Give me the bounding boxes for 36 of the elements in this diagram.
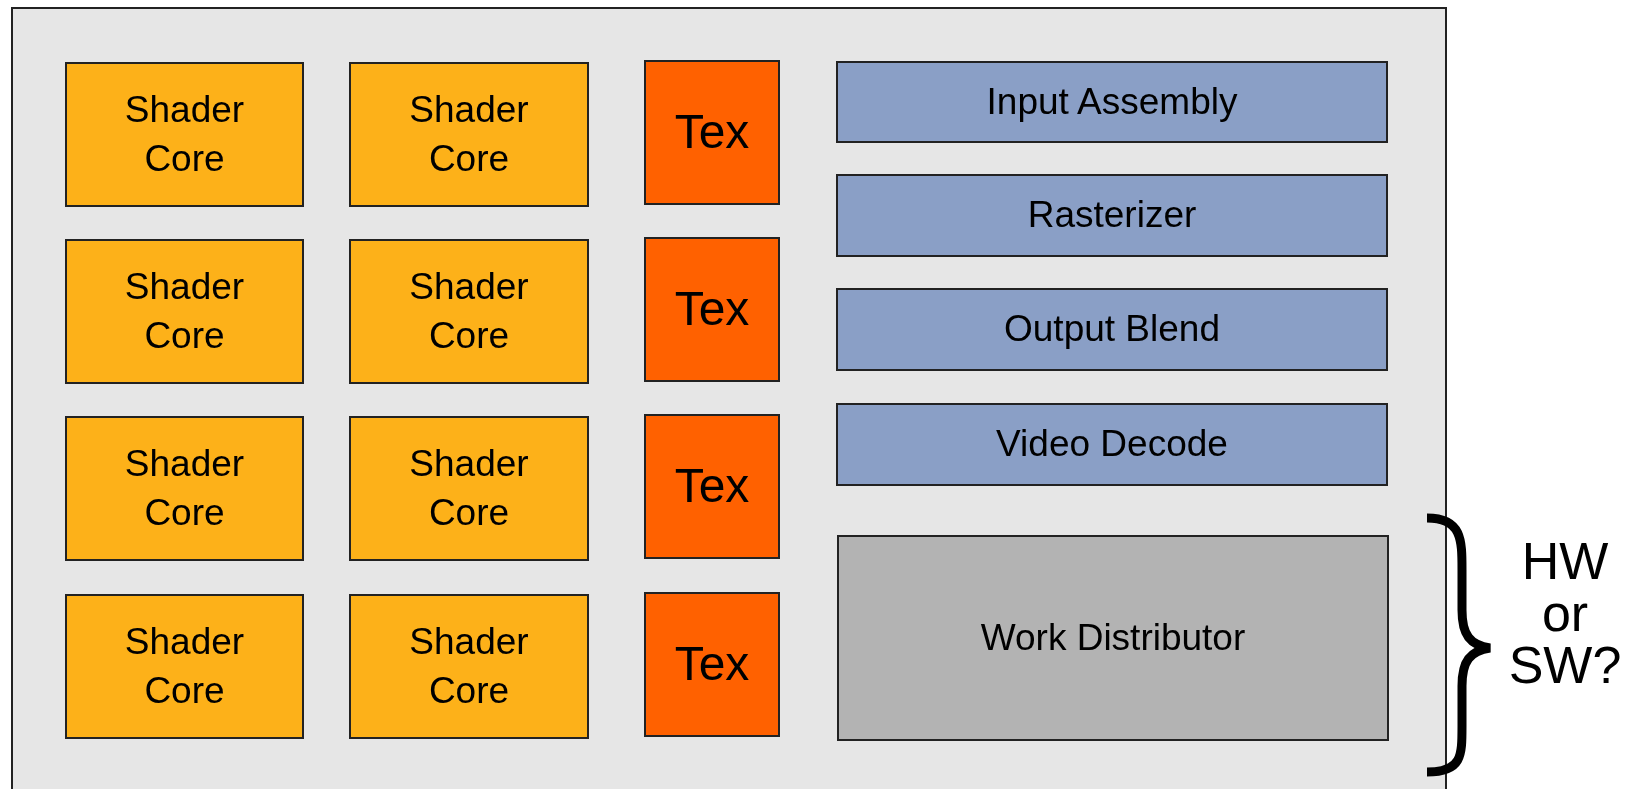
box-label: Tex bbox=[674, 104, 750, 161]
box-label: Tex bbox=[674, 636, 750, 693]
shader-core-box bbox=[65, 416, 304, 561]
box-label: Work Distributor bbox=[980, 615, 1246, 660]
pipeline-stage-box bbox=[836, 174, 1388, 257]
shader-core-box bbox=[349, 239, 589, 384]
texture-unit-box bbox=[644, 237, 780, 382]
shader-core-box bbox=[349, 416, 589, 561]
texture-unit-box bbox=[644, 592, 780, 737]
shader-core-box bbox=[349, 594, 589, 739]
box-label: Tex bbox=[674, 281, 750, 338]
shader-core-box bbox=[65, 62, 304, 207]
side-note: HW or SW? bbox=[1507, 535, 1623, 691]
shader-core-box bbox=[65, 594, 304, 739]
box-label: Rasterizer bbox=[1027, 193, 1197, 238]
work-distributor-box bbox=[837, 535, 1389, 741]
box-label: Shader Core bbox=[123, 265, 246, 358]
texture-unit-box bbox=[644, 414, 780, 559]
pipeline-stage-box bbox=[836, 61, 1388, 143]
shader-core-box bbox=[349, 62, 589, 207]
box-label: Shader Core bbox=[123, 88, 246, 181]
box-label: Shader Core bbox=[408, 88, 530, 181]
box-label: Tex bbox=[674, 458, 750, 515]
box-label: Shader Core bbox=[123, 620, 246, 713]
texture-unit-box bbox=[644, 60, 780, 205]
box-label: Shader Core bbox=[408, 620, 530, 713]
box-label: Output Blend bbox=[1004, 307, 1220, 352]
pipeline-stage-box bbox=[836, 288, 1388, 371]
box-label: Shader Core bbox=[123, 442, 246, 535]
shader-core-box bbox=[65, 239, 304, 384]
pipeline-stage-box bbox=[836, 403, 1388, 486]
box-label: Shader Core bbox=[408, 265, 530, 358]
box-label: Input Assembly bbox=[986, 79, 1238, 124]
chip-outline-box bbox=[11, 7, 1447, 789]
box-label: Shader Core bbox=[408, 442, 530, 535]
box-label: Video Decode bbox=[996, 422, 1228, 467]
